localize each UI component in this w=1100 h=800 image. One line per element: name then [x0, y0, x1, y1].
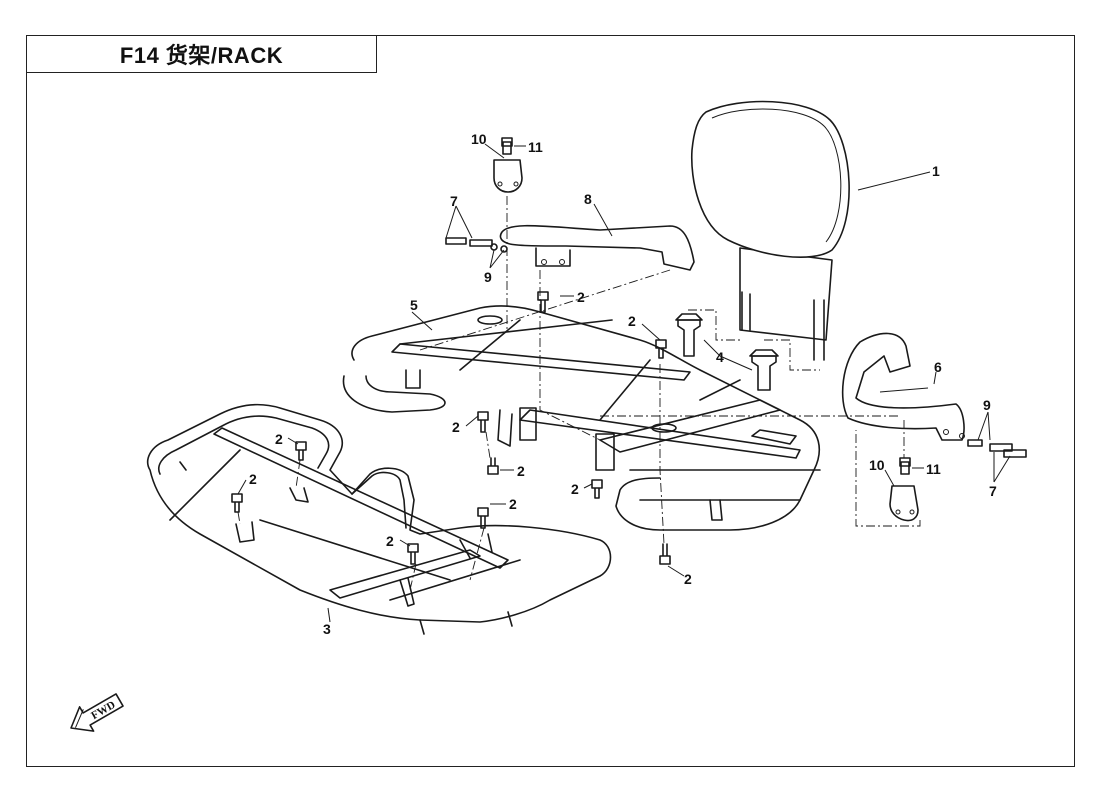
callout-9-a: 9 [484, 269, 492, 285]
callout-2-b: 2 [628, 313, 636, 329]
callout-3: 3 [323, 621, 331, 637]
bolt-set-left [445, 237, 508, 253]
callout-2-j: 2 [684, 571, 692, 587]
rear-rack [342, 305, 821, 531]
callout-2-g: 2 [509, 496, 517, 512]
callout-8: 8 [584, 191, 592, 207]
front-rack [146, 403, 612, 635]
callout-2-c: 2 [452, 419, 460, 435]
callout-2-i: 2 [571, 481, 579, 497]
callout-2-f: 2 [249, 471, 257, 487]
mounting-plate-lower [889, 461, 919, 522]
callout-7-a: 7 [450, 193, 458, 209]
collar-a [675, 313, 703, 357]
callout-6: 6 [934, 359, 942, 375]
backrest-pad [690, 100, 850, 361]
bolt-group-2 [231, 291, 671, 565]
mounting-plate-upper [493, 141, 523, 193]
page-title: F14 货架/RACK [119, 43, 284, 68]
callout-10-b: 10 [869, 457, 885, 473]
callout-2-a: 2 [577, 289, 585, 305]
callout-5: 5 [410, 297, 418, 313]
callout-1: 1 [932, 163, 940, 179]
forward-arrow-icon: FWD [70, 693, 124, 732]
title-block: F14 货架/RACK [26, 35, 377, 73]
callout-4: 4 [716, 349, 724, 365]
collar-b [749, 349, 779, 391]
right-backrest-bracket [841, 332, 965, 441]
callout-2-d: 2 [517, 463, 525, 479]
leader-lines [237, 143, 1011, 623]
left-backrest-bracket [499, 224, 695, 271]
callout-7-b: 7 [989, 483, 997, 499]
drawing-frame [26, 35, 1075, 767]
callout-11-b: 11 [926, 461, 941, 477]
callout-labels: 1 2 2 2 2 2 2 2 2 2 2 3 4 5 6 7 7 8 9 9 … [249, 131, 997, 637]
assembly-lines [237, 196, 921, 591]
bolt-set-right [967, 439, 1027, 458]
callout-2-h: 2 [386, 533, 394, 549]
callout-10-a: 10 [471, 131, 487, 147]
bolt-group-11 [501, 137, 911, 467]
callout-11-a: 11 [528, 139, 543, 155]
callout-2-e: 2 [275, 431, 283, 447]
callout-9-b: 9 [983, 397, 991, 413]
